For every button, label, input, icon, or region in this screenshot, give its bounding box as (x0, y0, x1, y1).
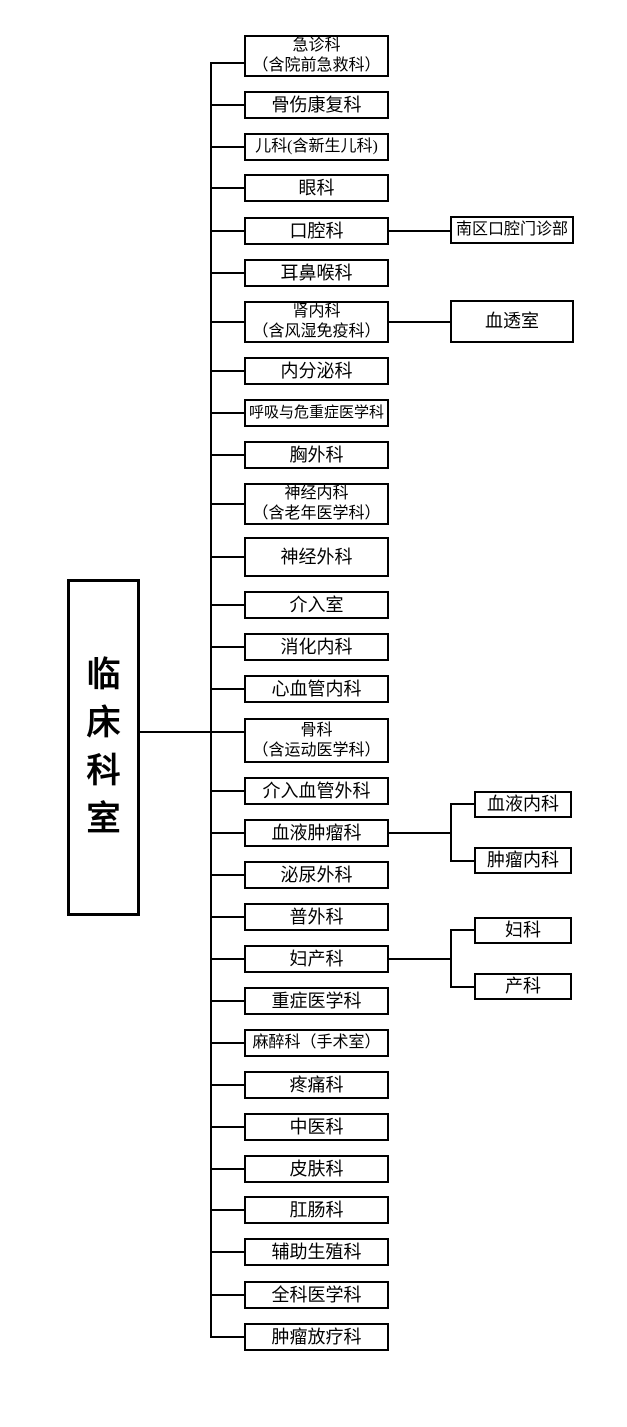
dept-box: 妇产科 (244, 945, 389, 973)
dept-box: 中医科 (244, 1113, 389, 1141)
dept-box: 辅助生殖科 (244, 1238, 389, 1266)
dept-box: 耳鼻喉科 (244, 259, 389, 287)
dept-box: 呼吸与危重症医学科 (244, 399, 389, 427)
dept-box: 骨科 （含运动医学科） (244, 718, 389, 763)
dept-box: 重症医学科 (244, 987, 389, 1015)
sub-dept-box: 血液内科 (474, 791, 572, 818)
sub-dept-box: 血透室 (450, 300, 574, 343)
dept-box: 疼痛科 (244, 1071, 389, 1099)
dept-box: 肾内科 （含风湿免疫科） (244, 301, 389, 343)
dept-box: 内分泌科 (244, 357, 389, 385)
dept-box: 介入血管外科 (244, 777, 389, 805)
sub-dept-box: 产科 (474, 973, 572, 1000)
sub-dept-box: 南区口腔门诊部 (450, 216, 574, 244)
dept-box: 普外科 (244, 903, 389, 931)
dept-box: 急诊科 （含院前急救科） (244, 35, 389, 77)
dept-box: 消化内科 (244, 633, 389, 661)
sub-dept-box: 肿瘤内科 (474, 847, 572, 874)
dept-box: 眼科 (244, 174, 389, 202)
dept-box: 神经内科 （含老年医学科） (244, 483, 389, 525)
dept-box: 泌尿外科 (244, 861, 389, 889)
dept-box: 肛肠科 (244, 1196, 389, 1224)
dept-box: 血液肿瘤科 (244, 819, 389, 847)
root-label: 临床科室 (86, 656, 121, 838)
sub-dept-box: 妇科 (474, 917, 572, 944)
dept-box: 介入室 (244, 591, 389, 619)
dept-box: 骨伤康复科 (244, 91, 389, 119)
dept-box: 全科医学科 (244, 1281, 389, 1309)
dept-box: 神经外科 (244, 537, 389, 577)
dept-box: 心血管内科 (244, 675, 389, 703)
dept-box: 皮肤科 (244, 1155, 389, 1183)
dept-box: 口腔科 (244, 217, 389, 245)
dept-box: 麻醉科（手术室） (244, 1029, 389, 1057)
dept-box: 肿瘤放疗科 (244, 1323, 389, 1351)
dept-box: 儿科(含新生儿科) (244, 133, 389, 161)
dept-box: 胸外科 (244, 441, 389, 469)
root-box: 临床科室 (67, 579, 140, 916)
